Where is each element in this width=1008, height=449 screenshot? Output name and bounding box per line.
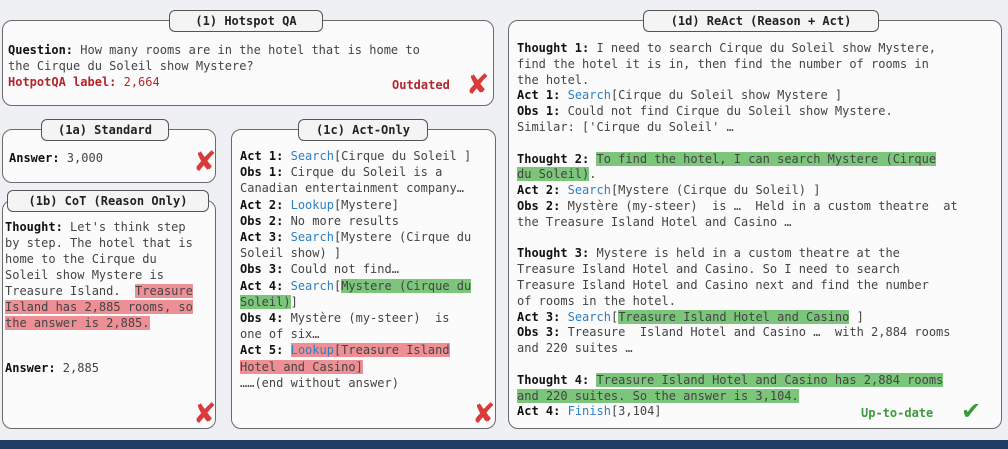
act-only-trace: Act 1: Search[Cirque du Soleil ] Obs 1: … xyxy=(240,149,472,390)
answer-text: Answer: 2,885 xyxy=(5,361,99,375)
check-mark-icon: ✔ xyxy=(961,397,982,425)
panel-react: (1d) ReAct (Reason + Act) Thought 1: I n… xyxy=(508,10,1002,429)
thought-text: Thought: Let's think step by step. The h… xyxy=(5,220,193,330)
panel-hotspot-qa: (1) Hotspot QA Question: How many rooms … xyxy=(2,10,494,106)
question-text: Question: How many rooms are in the hote… xyxy=(8,43,420,89)
outdated-label: Outdated xyxy=(392,78,450,92)
answer-text: Answer: 3,000 xyxy=(9,151,103,165)
cross-mark-icon: ✘ xyxy=(466,68,490,101)
react-trace: Thought 1: I need to search Cirque du So… xyxy=(517,41,958,419)
panel-act-only: (1c) Act-Only Act 1: Search[Cirque du So… xyxy=(231,119,496,430)
panel-cot: (1b) CoT (Reason Only) Thought: Let's th… xyxy=(2,190,217,430)
panel-title: (1c) Act-Only xyxy=(298,119,428,141)
panel-standard: (1a) Standard Answer: 3,000 ✘ xyxy=(2,119,217,183)
label-value: 2,664 xyxy=(116,75,160,89)
panel-title: (1d) ReAct (Reason + Act) xyxy=(643,10,879,32)
cross-mark-icon: ✘ xyxy=(193,145,217,178)
label-key: HotpotQA label: xyxy=(8,75,117,89)
panel-title: (1a) Standard xyxy=(41,119,169,141)
panel-title: (1b) CoT (Reason Only) xyxy=(7,190,209,212)
up-to-date-label: Up-to-date xyxy=(861,406,934,420)
bottom-bar xyxy=(0,440,1008,449)
cross-mark-icon: ✘ xyxy=(193,397,217,430)
panel-title: (1) Hotspot QA xyxy=(169,10,323,32)
cross-mark-icon: ✘ xyxy=(472,397,496,430)
